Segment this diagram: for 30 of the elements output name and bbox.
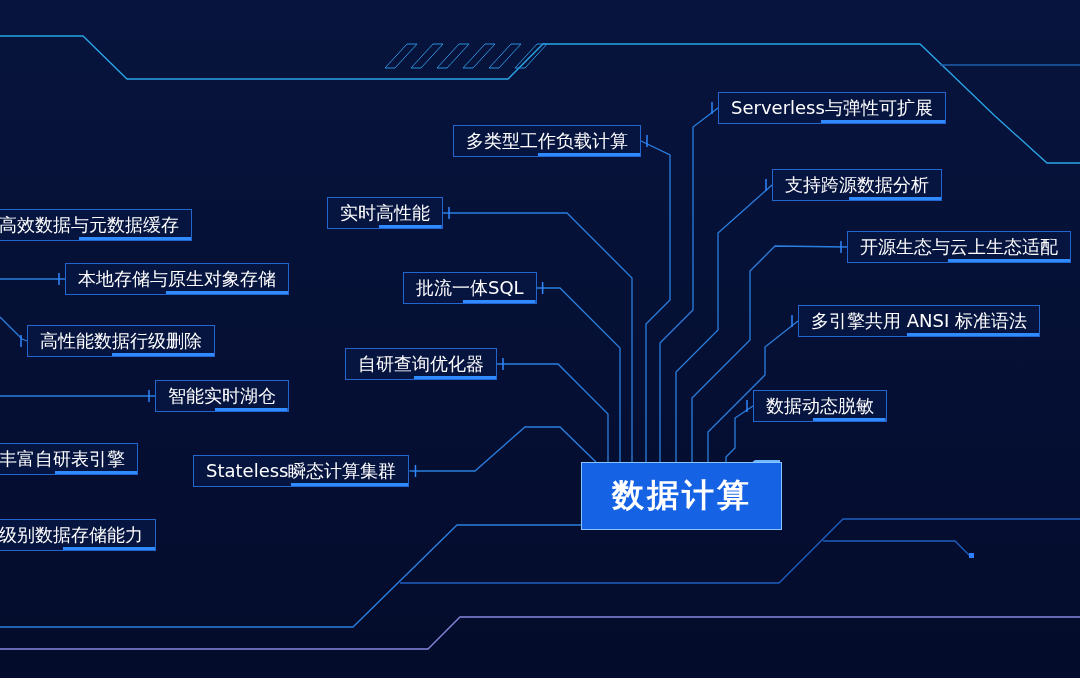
connector-line <box>707 320 799 463</box>
feature-box: 高性能数据行级删除 <box>27 325 215 357</box>
feature-box: 开源生态与云上生态适配 <box>847 231 1071 263</box>
feature-box: 批流一体SQL <box>403 272 537 304</box>
feature-box: 支持跨源数据分析 <box>772 169 942 201</box>
connector-line <box>0 278 66 280</box>
connector-line <box>0 395 156 397</box>
feature-box: Stateless瞬态计算集群 <box>193 455 410 487</box>
feature-box: 多类型工作负载计算 <box>453 125 641 157</box>
connector-line <box>442 212 633 463</box>
connector-line <box>408 426 597 472</box>
connector-line <box>0 316 28 342</box>
connector-line <box>640 140 671 463</box>
feature-box: 本地存储与原生对象存储 <box>65 263 289 295</box>
connector-line <box>496 363 609 463</box>
connector-line <box>675 184 773 463</box>
feature-box: 级别数据存储能力 <box>0 519 156 551</box>
feature-box: 实时高性能 <box>327 197 443 229</box>
feature-box: 数据动态脱敏 <box>753 390 887 422</box>
feature-box: 自研查询优化器 <box>345 348 497 380</box>
feature-box: Serverless与弹性可扩展 <box>718 92 946 124</box>
connector-line <box>691 245 848 463</box>
feature-box: 高效数据与元数据缓存 <box>0 209 192 241</box>
connector-line <box>725 405 754 463</box>
feature-box: 智能实时湖仓 <box>155 380 289 412</box>
feature-box: 丰富自研表引擎 <box>0 443 138 475</box>
connector-line <box>535 287 621 463</box>
hub-box: 数据计算 <box>581 462 782 530</box>
feature-box: 多引擎共用 ANSI 标准语法 <box>798 305 1040 337</box>
connector-line <box>659 107 719 463</box>
